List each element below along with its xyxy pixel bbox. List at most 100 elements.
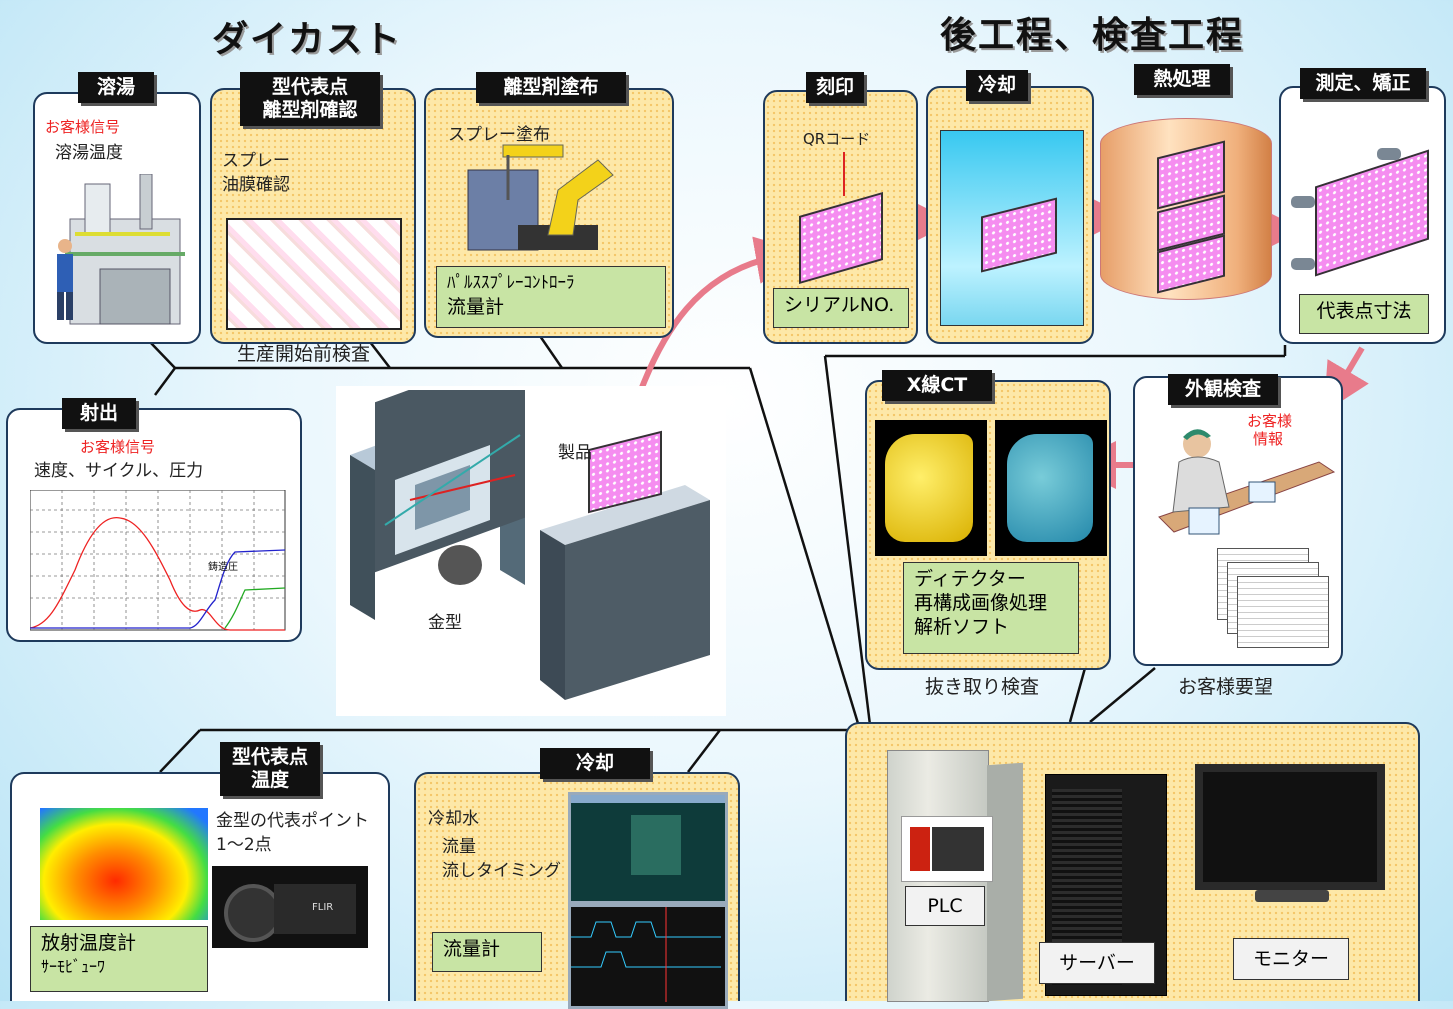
camera-body bbox=[274, 884, 356, 934]
visual-signal-2: 情報 bbox=[1253, 430, 1284, 448]
thermal-image bbox=[40, 808, 208, 920]
cast-pressure-note: 鋳造圧 bbox=[208, 560, 238, 573]
product-label: 製品 bbox=[558, 443, 592, 463]
plc-module-2 bbox=[932, 827, 984, 871]
cooling-product bbox=[981, 197, 1057, 273]
injection-items: 速度、サイクル、圧力 bbox=[34, 461, 204, 481]
cooling-water: 冷却水 bbox=[428, 809, 479, 829]
visual-inspection-tag: 外観検査 bbox=[1168, 374, 1278, 405]
inspector-illustration bbox=[1158, 429, 1336, 535]
ct-image-yellow bbox=[875, 420, 987, 556]
detector: ディテクター bbox=[914, 568, 1026, 590]
screen-bar bbox=[571, 795, 725, 803]
melt-tag: 溶湯 bbox=[78, 72, 154, 103]
ct-blue-part bbox=[1007, 434, 1093, 542]
clamp-3 bbox=[1377, 148, 1401, 160]
xray-ct-panel: ディテクター 再構成画像処理 解析ソフト bbox=[865, 380, 1111, 670]
spray-check-tag-line-2: 離型剤確認 bbox=[262, 99, 358, 121]
furnace-illustration bbox=[57, 174, 185, 325]
thermal-camera: FLIR bbox=[212, 866, 368, 948]
visual-inspection-panel: お客様 情報 bbox=[1133, 376, 1343, 666]
cooling-bottom-panel: 冷却水 流量 流しタイミング 流量計 bbox=[414, 772, 740, 1009]
mold-temp-desc-1: 金型の代表ポイント bbox=[216, 811, 369, 831]
cooling-flow: 流量 bbox=[442, 837, 476, 857]
pulse-spray-box: ﾊﾟﾙｽｽﾌﾟﾚｰｺﾝﾄﾛｰﾗ 流量計 bbox=[436, 266, 666, 328]
screen-block bbox=[631, 815, 681, 875]
qr-code-label: QRコード bbox=[803, 130, 871, 148]
radiation-thermometer-box: 放射温度計 ｻｰﾓﾋﾞｭｰﾜ bbox=[30, 926, 208, 992]
spray-check-tag-line-1: 型代表点 bbox=[271, 76, 348, 98]
heat-treatment-furnace bbox=[1100, 118, 1272, 300]
cooling-monitor-screen-2 bbox=[568, 904, 728, 1009]
stamped-product bbox=[799, 191, 883, 285]
injection-signal: お客様信号 bbox=[80, 438, 156, 456]
mold-temp-tag-line-2: 温度 bbox=[250, 769, 289, 791]
qr-arrow bbox=[843, 152, 845, 196]
ct-yellow-part bbox=[885, 434, 973, 542]
mold-label: 金型 bbox=[428, 613, 462, 633]
camera-brand: FLIR bbox=[312, 902, 334, 913]
pulse-spray-controller: ﾊﾟﾙｽｽﾌﾟﾚｰｺﾝﾄﾛｰﾗ bbox=[447, 273, 575, 293]
melt-panel: お客様信号 溶湯温度 bbox=[33, 92, 201, 344]
stamp-tag: 刻印 bbox=[806, 72, 864, 103]
oil-film-image bbox=[226, 218, 402, 330]
document-stack bbox=[1217, 548, 1329, 648]
pulse-spray-flowmeter: 流量計 bbox=[447, 296, 505, 318]
cooling-monitor-screen-1 bbox=[568, 792, 728, 904]
pre-check-label: 生産開始前検査 bbox=[237, 343, 371, 365]
stamp-panel: QRコード シリアルNO. bbox=[763, 90, 918, 344]
visual-signal-1: お客様 bbox=[1247, 412, 1293, 430]
spray-check-panel: スプレー 油膜確認 bbox=[210, 88, 416, 344]
cooling-top-tag: 冷却 bbox=[966, 70, 1028, 101]
cooling-image bbox=[940, 130, 1084, 326]
mold-temp-tag: 型代表点 温度 bbox=[220, 742, 320, 796]
camera-lens bbox=[224, 884, 282, 942]
representative-dimension-box: 代表点寸法 bbox=[1299, 294, 1429, 334]
analysis-software: 解析ソフト bbox=[914, 616, 1010, 638]
customer-request-caption: お客様要望 bbox=[1178, 676, 1274, 698]
injection-panel: お客様信号 速度、サイクル、圧力 鋳造圧 bbox=[6, 408, 302, 642]
server-label: サーバー bbox=[1039, 942, 1155, 984]
ct-image-blue bbox=[995, 420, 1107, 556]
clamp-1 bbox=[1291, 196, 1315, 208]
spray-check-item-2: 油膜確認 bbox=[222, 175, 290, 195]
spray-check-item-1: スプレー bbox=[222, 151, 290, 171]
injection-chart: 鋳造圧 bbox=[30, 490, 286, 631]
plc-unit bbox=[901, 816, 993, 882]
melt-signal: お客様信号 bbox=[45, 118, 121, 136]
sampling-inspection-caption: 抜き取り検査 bbox=[925, 676, 1040, 698]
monitor-stand bbox=[1255, 890, 1329, 902]
doc-3 bbox=[1237, 576, 1329, 648]
measure-panel: 代表点寸法 bbox=[1279, 86, 1446, 344]
release-agent-panel: スプレー塗布 ﾊﾟﾙｽｽﾌﾟﾚｰｺﾝﾄﾛｰﾗ 流量計 bbox=[424, 88, 674, 338]
flow-wave bbox=[571, 907, 721, 1002]
clamp-2 bbox=[1291, 258, 1315, 270]
spray-apply-label: スプレー塗布 bbox=[448, 125, 550, 145]
ct-software-box: ディテクター 再構成画像処理 解析ソフト bbox=[903, 562, 1079, 654]
radiation-thermometer: 放射温度計 bbox=[41, 932, 137, 954]
monitor-label: モニター bbox=[1233, 938, 1349, 980]
heat-tag: 熱処理 bbox=[1134, 64, 1230, 95]
cabinet-side bbox=[987, 762, 1023, 1002]
serial-number-box: シリアルNO. bbox=[773, 288, 909, 328]
measure-tag: 測定、矯正 bbox=[1300, 68, 1426, 99]
spray-check-tag: 型代表点 離型剤確認 bbox=[240, 72, 380, 126]
system-panel: PLC サーバー モニター bbox=[845, 722, 1420, 1002]
plc-label: PLC bbox=[905, 886, 985, 926]
plc-module-1 bbox=[910, 827, 930, 871]
robot-illustration bbox=[467, 144, 614, 251]
reconstruction: 再構成画像処理 bbox=[914, 592, 1048, 614]
monitor-screen bbox=[1195, 764, 1385, 890]
post-process-title: 後工程、検査工程 bbox=[940, 15, 1245, 56]
mold-temp-tag-line-1: 型代表点 bbox=[231, 746, 308, 768]
cooling-bottom-tag: 冷却 bbox=[540, 748, 650, 779]
die-cast-title: ダイカスト bbox=[212, 19, 403, 60]
cooling-top-panel bbox=[926, 86, 1094, 344]
measured-product bbox=[1315, 149, 1429, 277]
release-agent-tag: 離型剤塗布 bbox=[476, 72, 626, 103]
flowmeter-box: 流量計 bbox=[432, 932, 542, 972]
xray-ct-tag: X線CT bbox=[882, 370, 992, 401]
mold-temp-desc-2: 1～2点 bbox=[216, 835, 272, 855]
mold-illustration bbox=[350, 390, 710, 700]
thermo-viewer: ｻｰﾓﾋﾞｭｰﾜ bbox=[41, 957, 106, 976]
